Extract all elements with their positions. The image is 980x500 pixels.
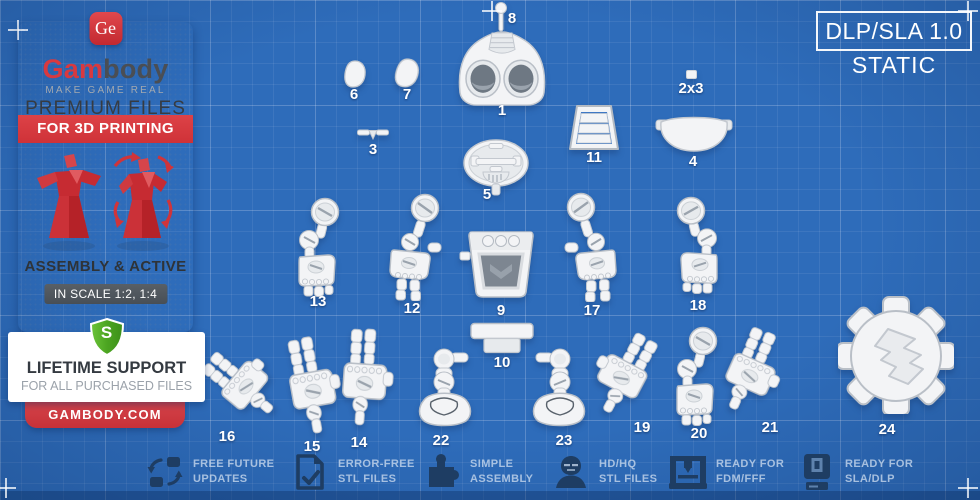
part-14-shape <box>333 326 398 428</box>
part-21-label: 21 <box>761 419 779 436</box>
part-19-shape <box>577 321 670 425</box>
sync-icon <box>146 453 184 491</box>
part-11-label: 11 <box>586 149 602 166</box>
part-18-label: 18 <box>689 297 707 314</box>
lifetime-support-ribbon: S LIFETIME SUPPORT FOR ALL PURCHASED FIL… <box>8 317 205 402</box>
for-3d-printing-band: FOR 3D PRINTING <box>18 115 193 143</box>
part-2x3-shape <box>686 70 697 79</box>
premium-files-label: PREMIUM FILES <box>25 98 186 119</box>
part-6-label: 6 <box>349 86 359 103</box>
crosshair-mark-1 <box>8 20 28 40</box>
brand-name: Gambody <box>18 54 193 85</box>
assembly-figures-illustration <box>30 150 182 254</box>
sla-printer-icon <box>798 453 836 491</box>
part-1-shape <box>452 30 552 108</box>
part-4-label: 4 <box>688 153 698 170</box>
part-19-label: 19 <box>633 419 651 436</box>
part-15-label: 15 <box>303 438 321 455</box>
brand-tagline: MAKE GAME REAL <box>45 85 166 96</box>
part-17-shape <box>564 192 622 302</box>
website-banner: GAMBODY.COM <box>25 402 185 428</box>
part-24-shape <box>838 296 954 414</box>
assembly-active-label: ASSEMBLY & ACTIVE <box>24 258 187 275</box>
part-16-shape <box>191 334 292 433</box>
shield-icon: S <box>89 317 124 357</box>
part-10-label: 10 <box>493 354 511 371</box>
part-6-shape <box>343 60 367 88</box>
part-16-label: 16 <box>218 428 236 445</box>
part-5-label: 5 <box>482 186 492 203</box>
part-2x3-label: 2x3 <box>678 80 704 97</box>
scale-badge: IN SCALE 1:2, 1:4 <box>43 284 168 304</box>
part-20-shape <box>670 326 722 426</box>
part-3-shape <box>357 126 389 141</box>
part-22-label: 22 <box>432 432 450 449</box>
document-check-icon <box>291 453 329 491</box>
part-12-label: 12 <box>403 300 421 317</box>
part-5-shape <box>462 138 530 196</box>
part-1-label: 1 <box>497 102 507 119</box>
mode-label: STATIC <box>851 52 937 78</box>
fdm-printer-icon <box>669 453 707 491</box>
version-badge: DLP/SLA 1.0 <box>816 11 972 51</box>
helmet-icon <box>552 453 590 491</box>
support-subtitle: FOR ALL PURCHASED FILES <box>20 379 193 393</box>
part-7-shape <box>392 56 422 89</box>
shield-letter: S <box>100 323 113 342</box>
part-8-label: 8 <box>507 10 517 27</box>
part-20-label: 20 <box>690 425 708 442</box>
part-13-label: 13 <box>309 293 327 310</box>
crosshair-mark-4 <box>0 478 16 498</box>
part-9-shape <box>459 226 543 300</box>
part-23-shape <box>527 344 591 430</box>
part-3-label: 3 <box>368 141 378 158</box>
bottom-edge-strip <box>0 491 980 500</box>
part-11-shape <box>568 104 620 152</box>
crosshair-mark-2 <box>482 1 502 21</box>
logo-badge-text: Ge <box>95 18 116 38</box>
part-21-shape <box>707 320 797 423</box>
brand-name-dark: body <box>103 54 169 84</box>
sidebar-card: Ge Gambody MAKE GAME REAL PREMIUM FILES … <box>18 12 193 332</box>
part-18-shape <box>672 196 724 294</box>
part-15-shape <box>275 332 349 439</box>
support-title: LIFETIME SUPPORT <box>26 359 187 377</box>
version-text: DLP/SLA 1.0 <box>825 17 963 44</box>
part-14-label: 14 <box>350 434 368 451</box>
part-12-shape <box>384 193 442 301</box>
gambody-logo-icon: Ge <box>89 12 122 45</box>
part-7-label: 7 <box>402 86 412 103</box>
part-4-shape <box>655 112 733 154</box>
part-17-label: 17 <box>583 302 601 319</box>
part-24-label: 24 <box>878 421 896 438</box>
part-22-shape <box>413 344 477 430</box>
part-23-label: 23 <box>555 432 573 449</box>
brand-name-red: Gam <box>42 54 104 84</box>
puzzle-icon <box>423 453 461 491</box>
part-10-shape <box>470 322 534 354</box>
part-13-shape <box>292 197 344 297</box>
part-9-label: 9 <box>496 302 506 319</box>
crosshair-mark-5 <box>958 478 978 498</box>
